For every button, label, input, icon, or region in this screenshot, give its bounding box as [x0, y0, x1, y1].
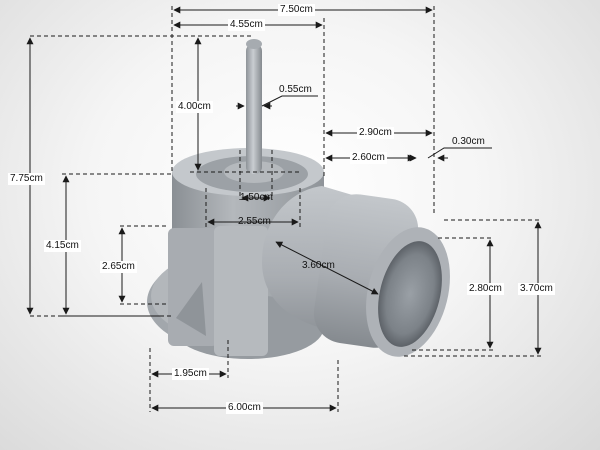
rib-gusset	[176, 282, 206, 336]
label-outlet-outer-diameter: 3.70cm	[518, 283, 555, 295]
pin-tip	[246, 39, 262, 49]
label-top-width: 4.55cm	[228, 19, 265, 31]
extension-lines	[30, 6, 542, 412]
label-inner-bore: 1.50cm	[240, 192, 273, 203]
label-outlet-length: 3.60cm	[302, 260, 335, 271]
center-pin	[246, 44, 262, 174]
leader-wall-thickness	[427, 147, 492, 159]
leader-pin-diameter	[261, 95, 318, 107]
label-rib-height: 2.65cm	[100, 261, 137, 273]
label-collar-diameter: 2.55cm	[238, 216, 271, 227]
label-overall-width: 7.50cm	[278, 4, 315, 16]
label-outlet-offset: 2.90cm	[357, 127, 394, 139]
dim-line-outlet-length	[275, 241, 379, 295]
outlet-bore	[378, 241, 442, 347]
label-wall-thickness: 0.30cm	[452, 136, 485, 147]
label-total-height: 7.75cm	[8, 173, 45, 185]
label-pin-diameter: 0.55cm	[279, 84, 312, 95]
label-outlet-depth: 2.60cm	[350, 152, 387, 164]
label-base-width: 6.00cm	[226, 402, 263, 414]
label-outlet-inner-diameter: 2.80cm	[467, 283, 504, 295]
rib-left	[168, 228, 218, 346]
rib-front	[214, 226, 268, 356]
label-flange-width: 1.95cm	[172, 368, 209, 380]
label-body-height: 4.15cm	[44, 240, 81, 252]
label-pin-height: 4.00cm	[176, 101, 213, 113]
